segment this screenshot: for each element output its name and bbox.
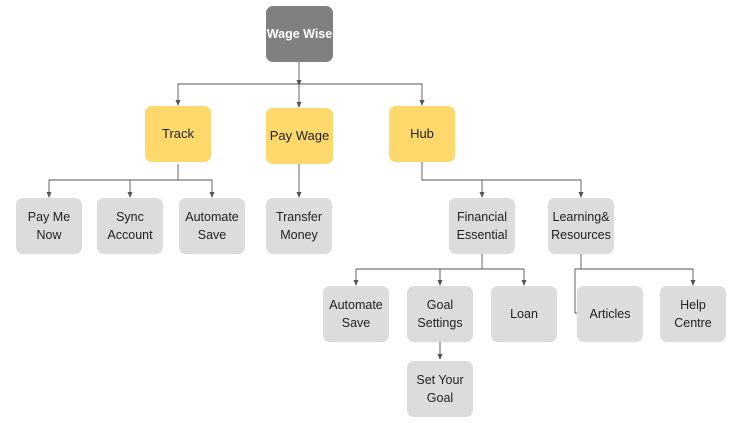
node-articles: Articles [577, 286, 643, 342]
node-pay-me-now: Pay Me Now [16, 198, 82, 254]
node-wage-wise: Wage Wise [266, 6, 333, 62]
node-financial-essential: Financial Essential [449, 198, 515, 254]
node-hub: Hub [389, 106, 455, 162]
node-pay-wage: Pay Wage [266, 108, 333, 164]
node-learning-resources: Learning& Resources [548, 198, 614, 254]
node-loan: Loan [491, 286, 557, 342]
node-goal-settings: Goal Settings [407, 286, 473, 342]
node-help-centre: Help Centre [660, 286, 726, 342]
node-transfer-money: Transfer Money [266, 198, 332, 254]
node-set-your-goal: Set Your Goal [407, 361, 473, 417]
node-automate-save-track: Automate Save [179, 198, 245, 254]
node-automate-save-financial: Automate Save [323, 286, 389, 342]
node-sync-account: Sync Account [97, 198, 163, 254]
node-track: Track [145, 106, 211, 162]
